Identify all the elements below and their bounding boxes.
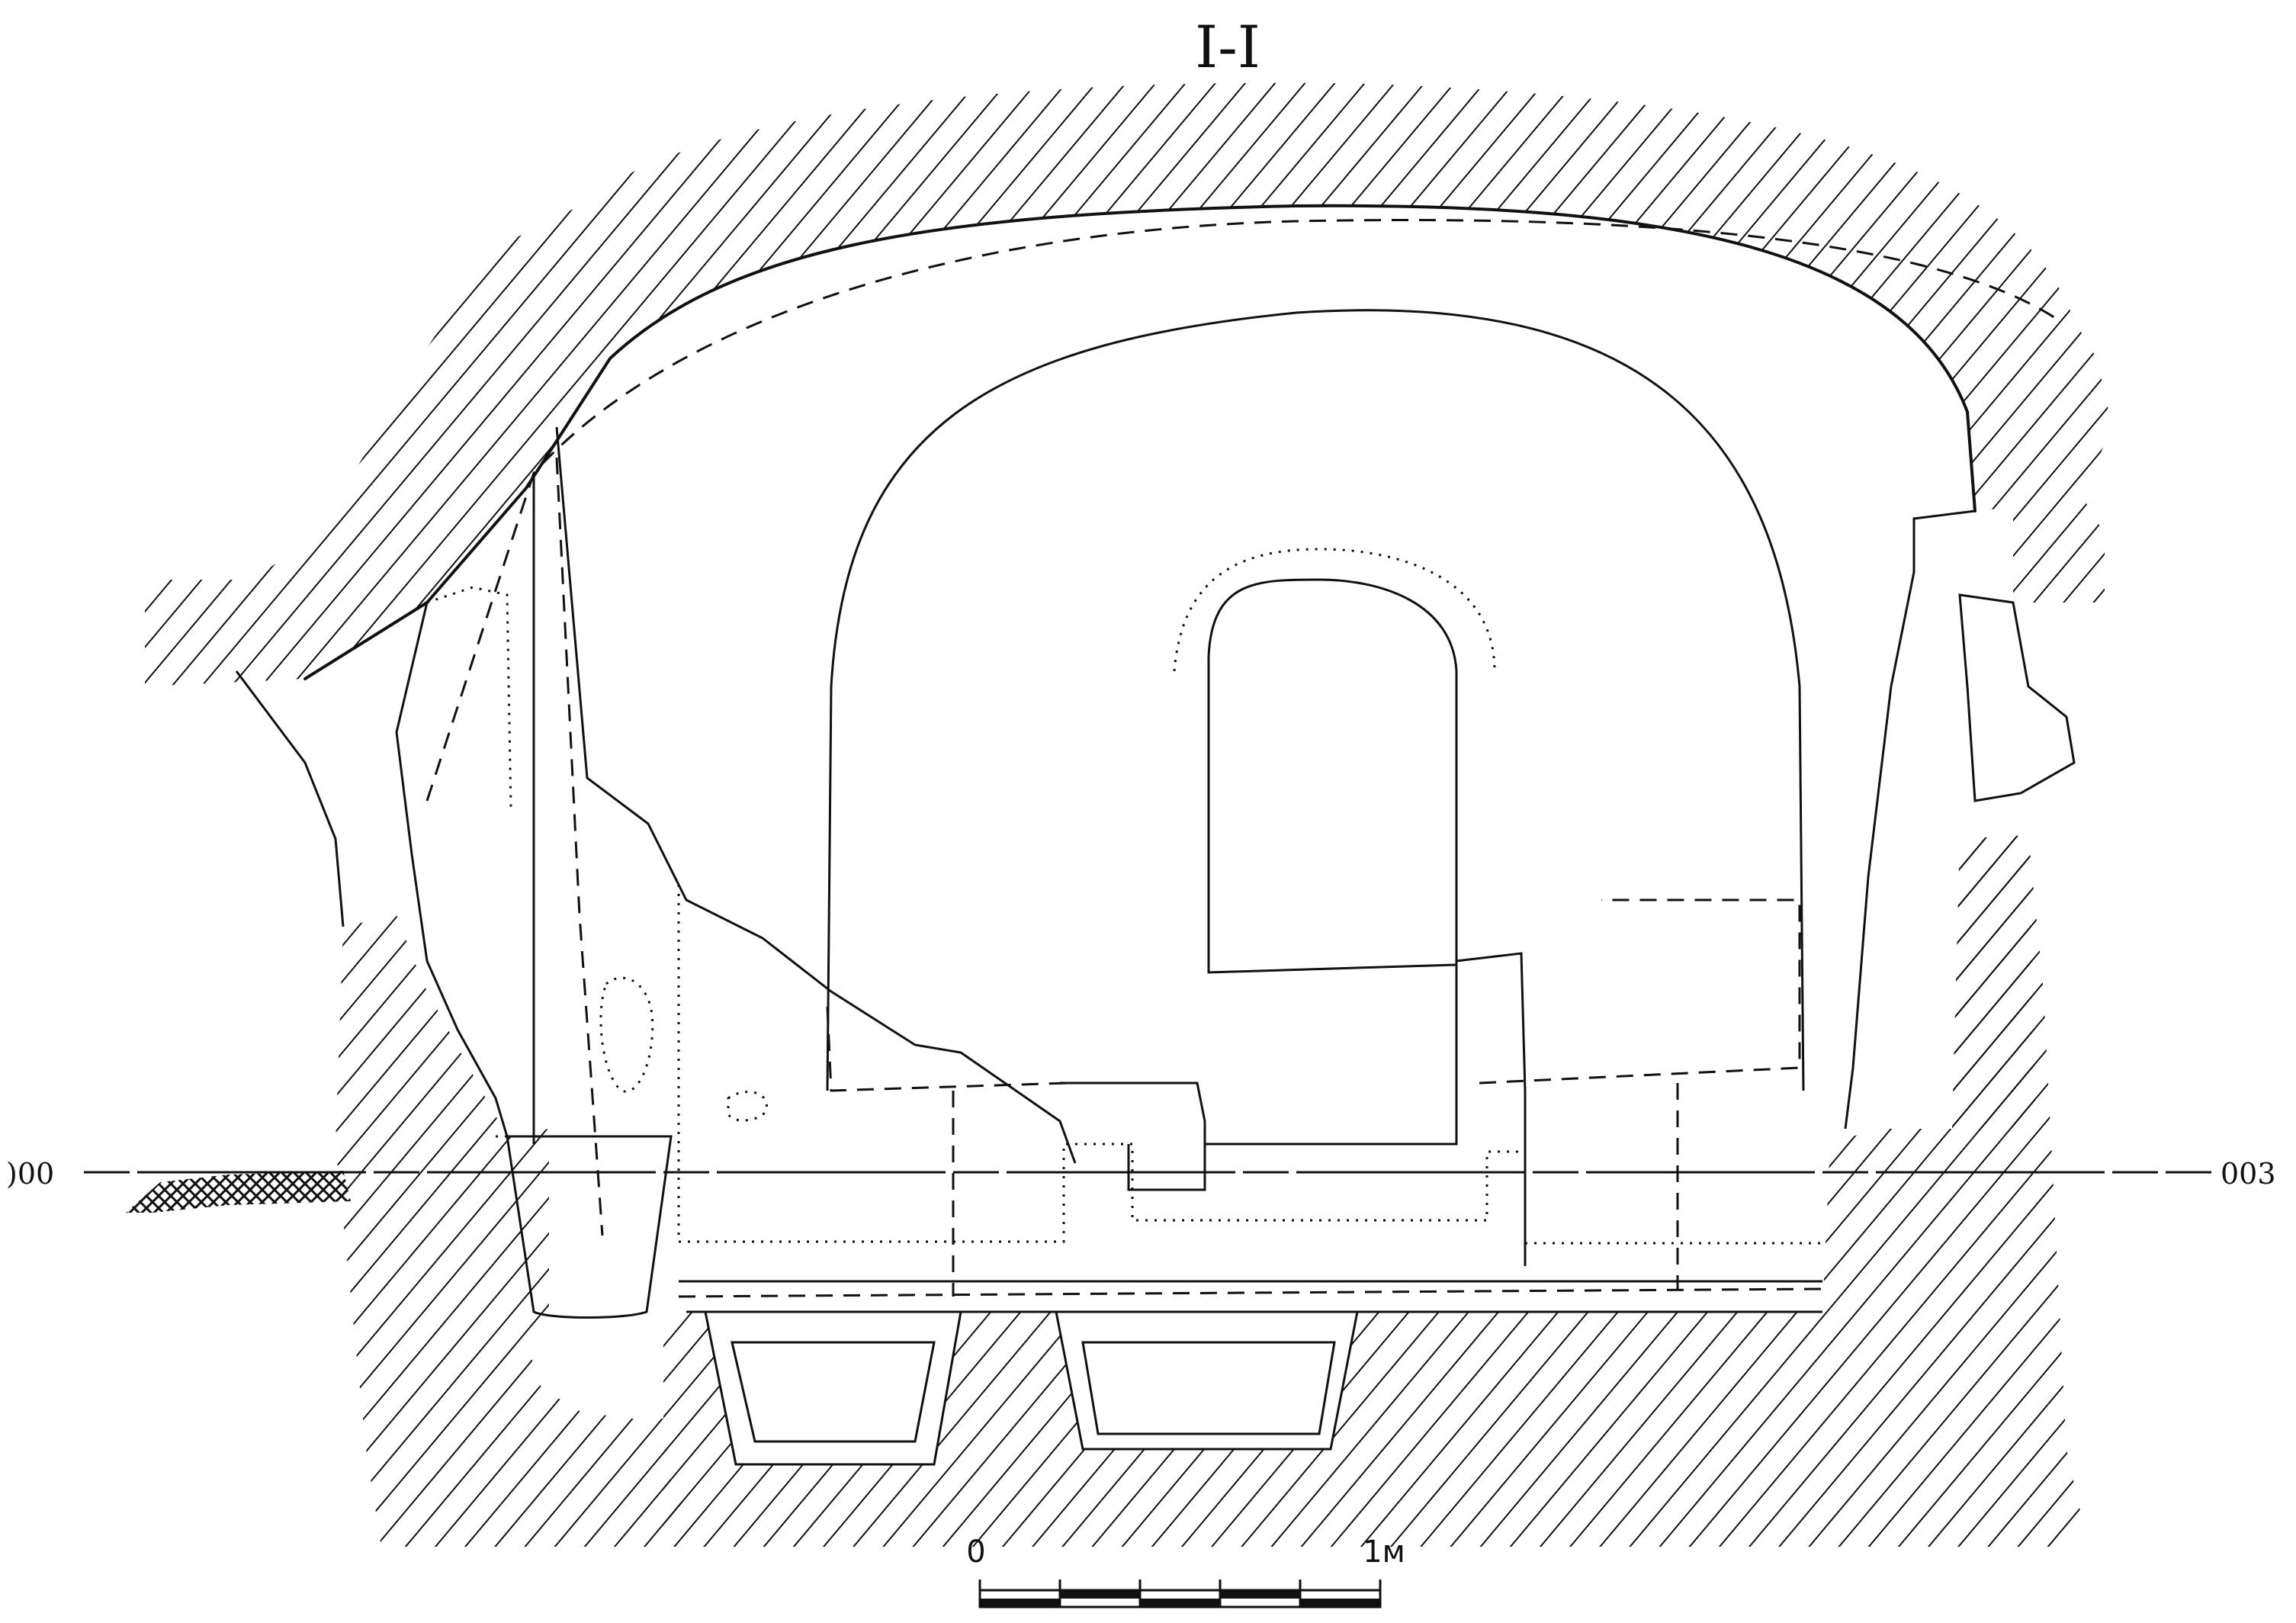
datum-label-right: 003 <box>2221 1157 2276 1191</box>
right-wall-line <box>1844 509 1976 1130</box>
left-wall-rock <box>336 915 686 1547</box>
section-label: I-I <box>1195 13 1260 81</box>
left-pit <box>506 1135 673 1319</box>
arched-niche <box>1207 578 1458 974</box>
right-niche <box>1958 593 2076 802</box>
right-pillar-rock <box>1952 835 2036 1129</box>
scale-zero-label: 0 <box>966 1535 985 1570</box>
floor-pit-left <box>704 1310 962 1466</box>
datum-level: )00 003 <box>6 1157 2276 1191</box>
vault-outline <box>303 204 1976 680</box>
floor-pit-right <box>1055 1310 1359 1451</box>
upper-chamber-outline <box>677 885 1822 1245</box>
left-blob <box>599 976 654 1093</box>
datum-label-left: )00 <box>6 1157 54 1191</box>
arched-niche-hood <box>1173 548 1496 672</box>
scale-segment <box>1300 1599 1380 1607</box>
scale-segments <box>978 1580 1382 1609</box>
chamber-dashed-lines <box>826 898 1801 1297</box>
scale-bar: 0 1м <box>966 1535 1405 1609</box>
left-fissure-line <box>395 602 509 1137</box>
floor-dashed-line <box>678 1287 1823 1298</box>
scale-segment <box>1220 1590 1300 1599</box>
left-pillar-line <box>532 426 1077 1164</box>
floor-rock <box>663 835 2082 1547</box>
inner-arch <box>826 309 1805 1091</box>
rock-hatching <box>126 82 2112 1547</box>
scale-segment <box>1060 1590 1140 1599</box>
left-dashed-pillar <box>555 457 604 1236</box>
scale-segment <box>1140 1599 1220 1607</box>
chamber-steps <box>1060 952 1527 1266</box>
vault-dashed-line <box>425 219 2060 802</box>
small-blob <box>727 1091 768 1122</box>
scale-end-label: 1м <box>1363 1535 1405 1570</box>
soil-crosshatch <box>126 1171 351 1213</box>
vault-rock <box>145 82 2112 686</box>
cave-outline <box>235 204 2076 1466</box>
scale-segment <box>980 1599 1060 1607</box>
left-dotted-niche <box>426 586 512 809</box>
left-wall-line <box>235 670 345 927</box>
